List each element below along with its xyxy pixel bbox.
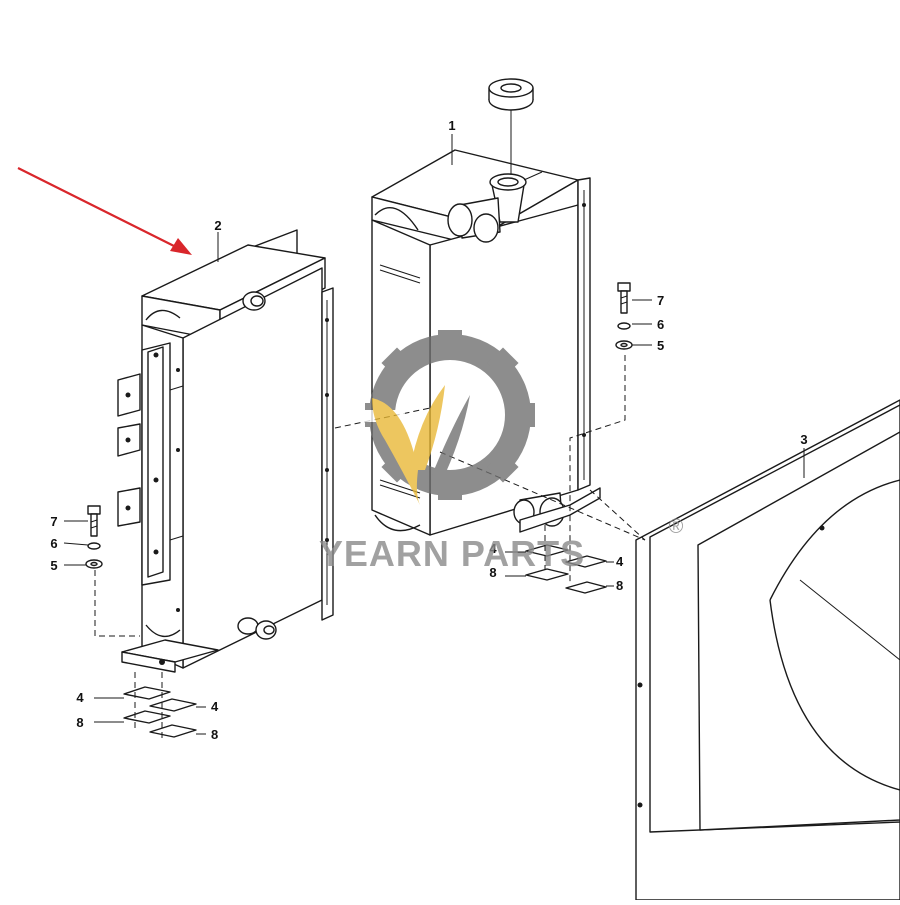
bolt-right: [617, 282, 631, 314]
callout-lockwasher-left: 6: [50, 536, 57, 551]
callout-washer-left: 5: [50, 558, 57, 573]
watermark-brand: YEARN PARTS: [319, 533, 585, 574]
filler-neck: [489, 171, 543, 223]
callout-shim-cooler-b: 8: [211, 727, 218, 742]
shims-left: [94, 672, 206, 740]
callout-plate-radiator-b: 4: [616, 554, 624, 569]
callout-shim-cooler-a: 8: [76, 715, 83, 730]
callout-plate-radiator-a: 4: [489, 541, 497, 556]
lower-hose-fitting: [237, 617, 277, 640]
hardware-left: [63, 505, 103, 569]
pointer-arrow: [17, 167, 192, 255]
callout-plate-cooler-a: 4: [76, 690, 84, 705]
watermark-logo: [345, 330, 535, 505]
watermark-registered-mark: ®: [669, 516, 684, 538]
shims-right: [505, 525, 614, 594]
callout-plate-cooler-b: 4: [211, 699, 219, 714]
callout-radiator: 1: [448, 118, 455, 133]
upper-hose-fitting: [242, 291, 266, 311]
oil-cooler-part-2: [117, 229, 334, 673]
callout-bolt-right: 7: [657, 293, 664, 308]
callout-washer-right: 5: [657, 338, 664, 353]
callout-fan-shroud: 3: [800, 432, 807, 447]
fan-shroud-part-3: [635, 399, 900, 901]
hardware-right: [615, 282, 652, 350]
radiator-cap: [488, 78, 534, 175]
callout-shim-radiator-a: 8: [489, 565, 496, 580]
upper-hose-pipe: [447, 197, 501, 243]
callout-lockwasher-right: 6: [657, 317, 664, 332]
callout-shim-radiator-b: 8: [616, 578, 623, 593]
watermark-text-group: YEARN PARTS ®: [319, 516, 684, 574]
callout-bolt-left: 7: [50, 514, 57, 529]
assembly-guide-lines: [94, 355, 646, 637]
flame-icon: [372, 385, 470, 505]
callout-oil-cooler: 2: [214, 218, 221, 233]
bolt-left: [87, 505, 101, 537]
